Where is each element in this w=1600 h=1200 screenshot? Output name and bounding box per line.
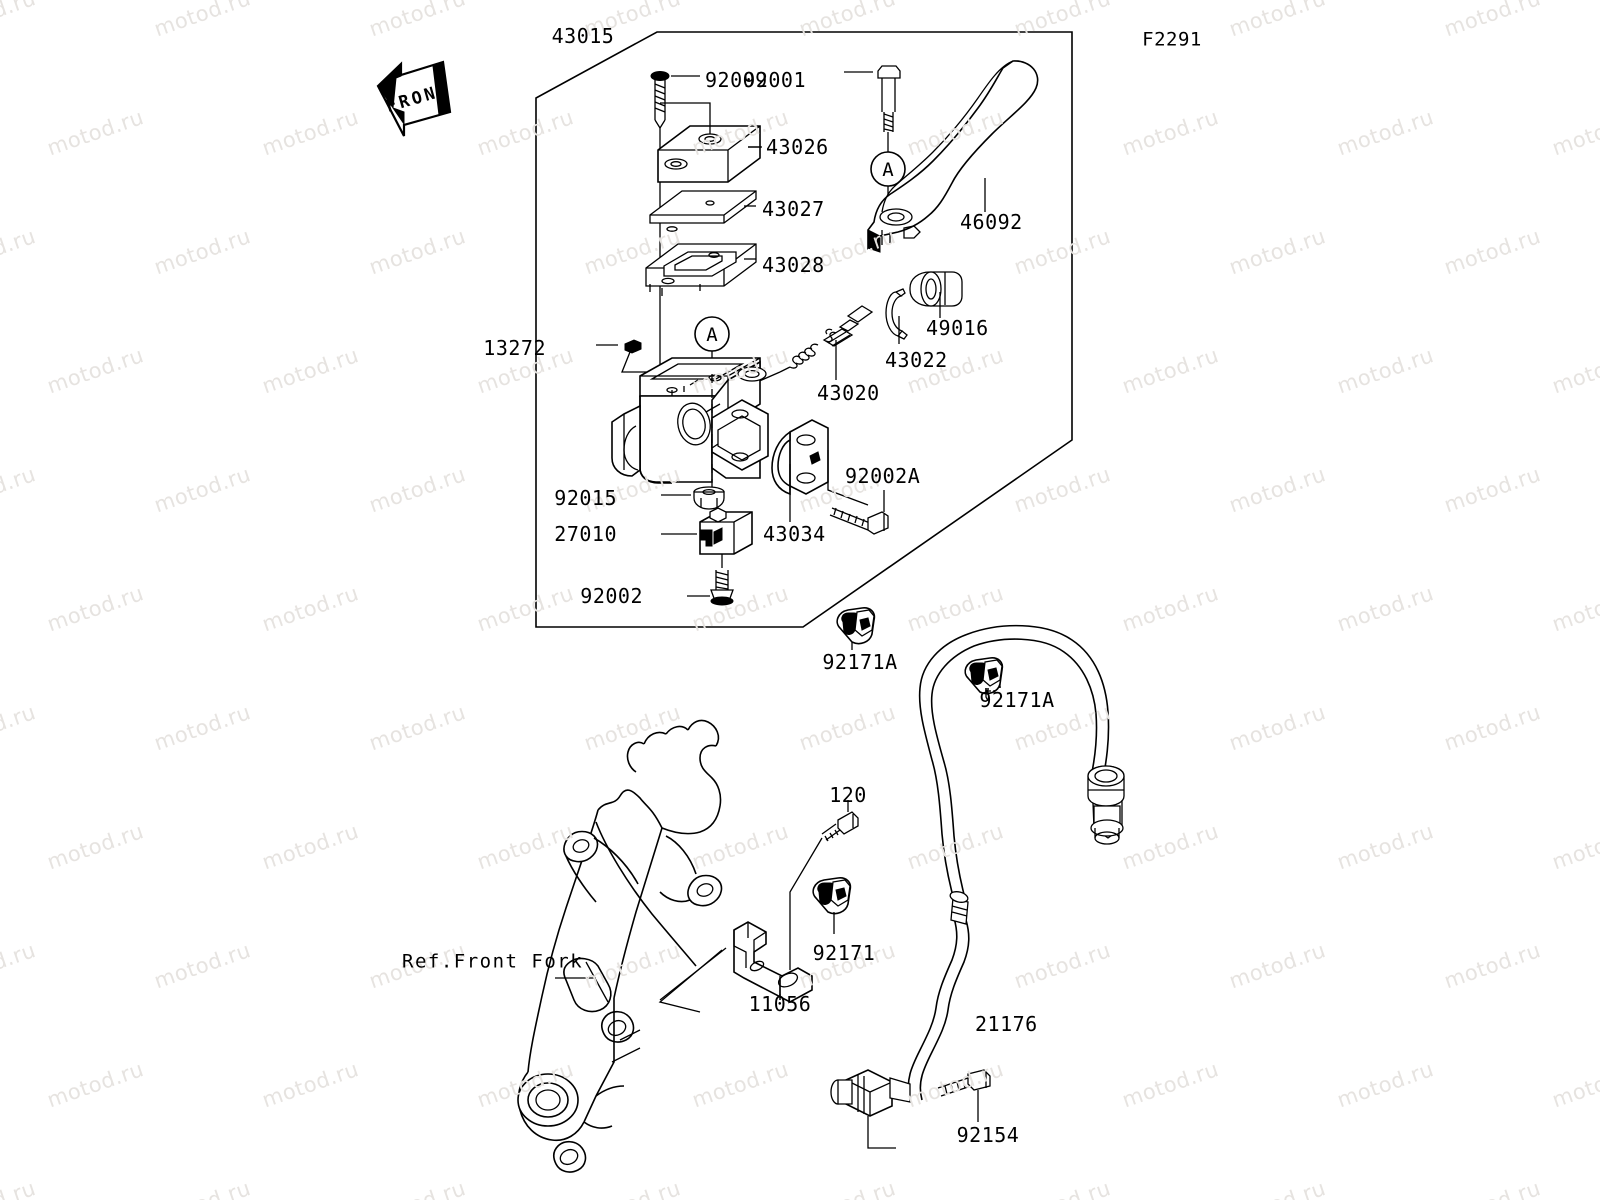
part-43026-reservoir-cap (657, 102, 762, 183)
master-cylinder-body (611, 357, 769, 490)
part-92171-clamp (812, 877, 852, 934)
part-label-11056: 11056 (748, 992, 812, 1016)
part-43027-plate (649, 190, 757, 232)
part-label-13272: 13272 (483, 336, 546, 360)
part-label-49016: 49016 (926, 316, 989, 340)
part-label-92154: 92154 (956, 1123, 1020, 1147)
brake-hose-lower-union (830, 1069, 911, 1149)
part-label-92001: 92001 (743, 68, 806, 92)
part-label-92171A-lower: 92171A (979, 688, 1055, 712)
part-92171A-lower-clamp (964, 657, 1004, 695)
part-92154-bolt (937, 1069, 991, 1122)
part-21176-brake-hose (907, 624, 1110, 1101)
part-label-92015: 92015 (554, 486, 617, 510)
part-92009-screw (650, 71, 700, 380)
part-92171A-upper-clamp (836, 607, 876, 650)
part-92001-pivot-bolt (844, 65, 901, 214)
part-label-43026: 43026 (766, 135, 829, 159)
part-27010-brake-light-switch (661, 507, 753, 568)
part-label-92009: 92009 (705, 68, 768, 92)
part-label-27010: 27010 (554, 522, 617, 546)
part-43028-diaphragm (645, 243, 757, 296)
part-43022-circlip (885, 288, 908, 344)
part-label-43020: 43020 (817, 381, 880, 405)
part-92015-nut (661, 486, 725, 510)
part-43020-piston-assembly (747, 305, 874, 387)
part-label-92171A-upper: 92171A (822, 650, 898, 674)
part-label-92002: 92002 (580, 584, 643, 608)
part-92002A-bolt (829, 490, 889, 535)
part-92002-bolt (687, 570, 734, 606)
callout-balloon-a-upper: A (870, 151, 906, 187)
reference-front-fork (517, 719, 723, 1173)
part-label-120: 120 (829, 783, 867, 807)
part-label-92002A: 92002A (845, 464, 921, 488)
part-label-46092: 46092 (960, 210, 1023, 234)
part-label-43027: 43027 (762, 197, 825, 221)
svg-text:A: A (706, 324, 718, 346)
part-46092-brake-lever (867, 60, 1039, 253)
reference-front-fork-label: Ref.Front Fork (402, 950, 584, 973)
part-43034-clamp (771, 419, 869, 522)
part-label-43022: 43022 (885, 348, 948, 372)
svg-text:A: A (882, 159, 894, 181)
part-label-43015: 43015 (551, 24, 615, 48)
front-arrow-icon: FRONT (376, 60, 453, 137)
sheet-code-label: F2291 (1142, 28, 1202, 51)
part-label-43034: 43034 (763, 522, 826, 546)
brake-hose-end-fitting (1087, 765, 1125, 845)
assembly-boundary-outline (535, 31, 1073, 628)
part-49016-dust-boot (909, 271, 963, 318)
part-label-92171: 92171 (812, 941, 876, 965)
part-120-bolt (789, 800, 859, 970)
part-label-21176: 21176 (975, 1012, 1038, 1036)
part-label-43028: 43028 (762, 253, 825, 277)
